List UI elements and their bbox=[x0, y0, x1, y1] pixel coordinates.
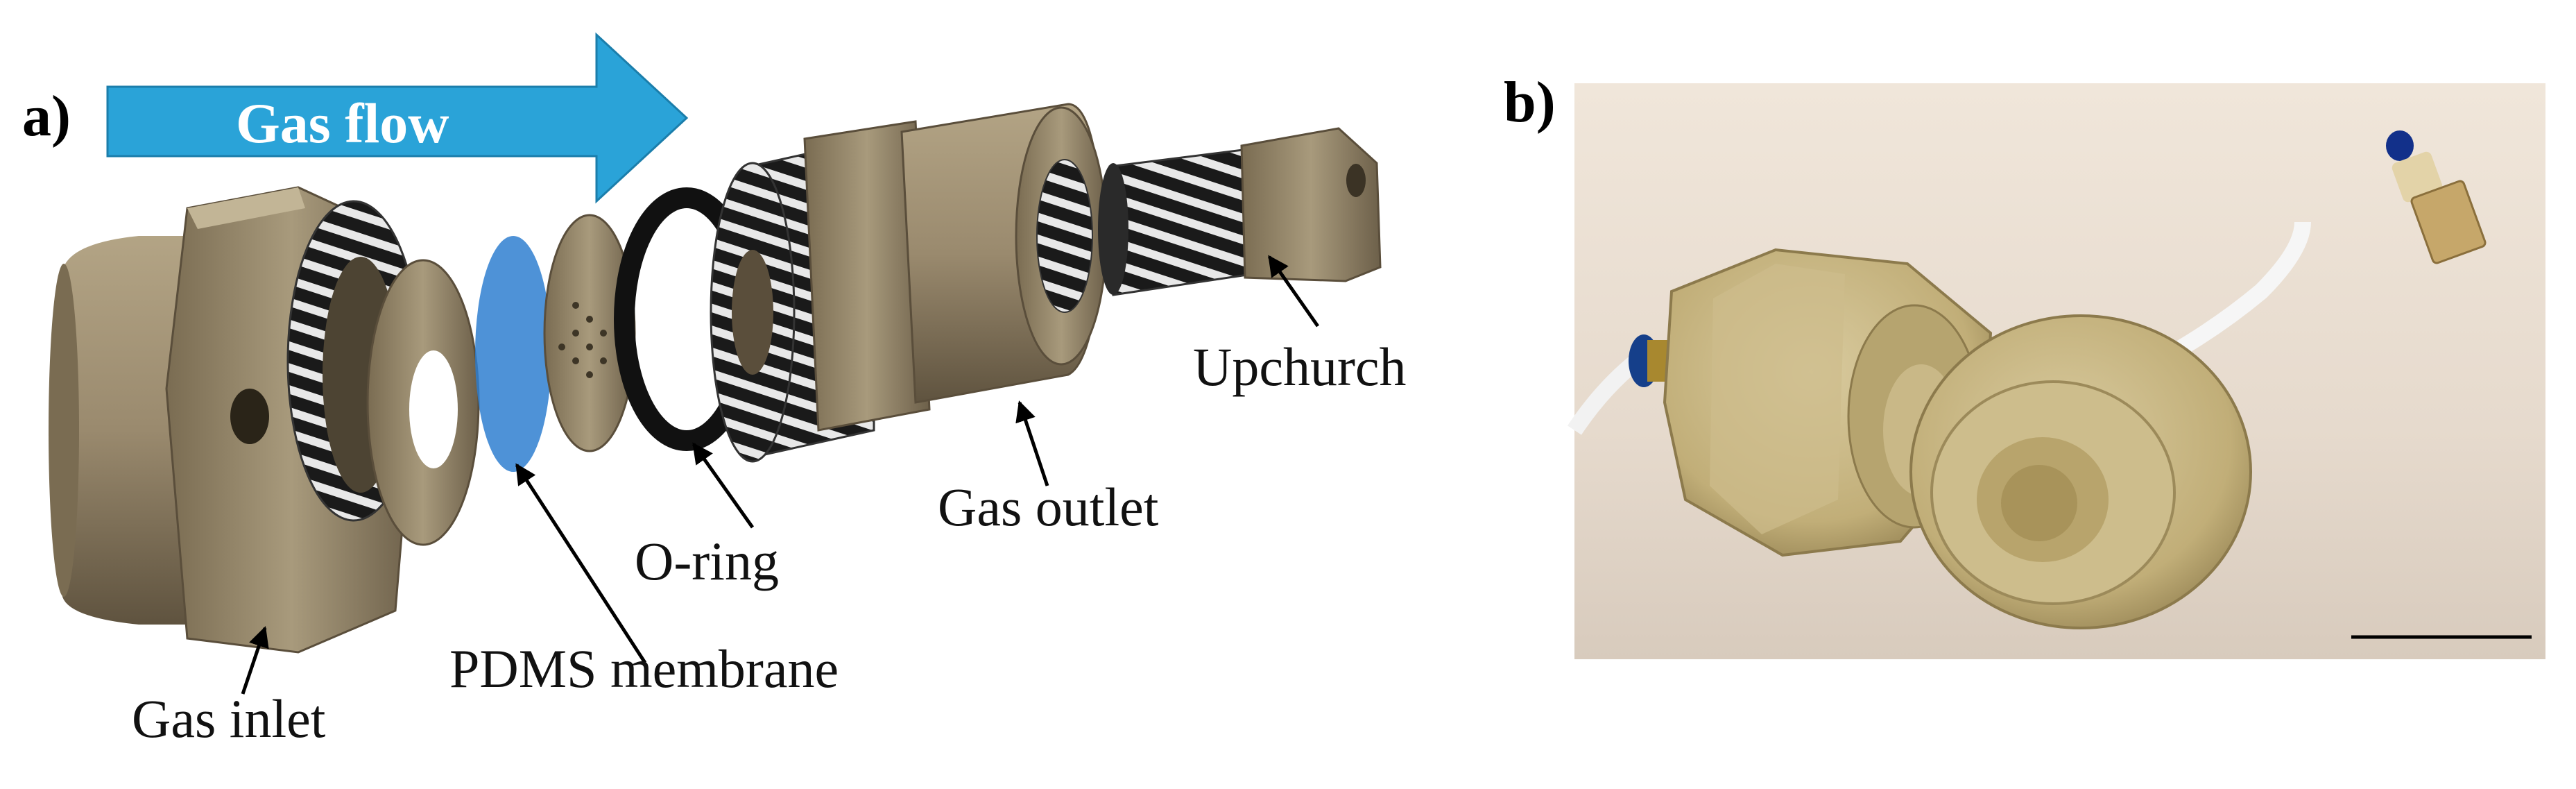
gas-outlet-label: Gas outlet bbox=[938, 477, 1159, 537]
upchurch-fitting-part bbox=[1098, 127, 1382, 296]
gas-flow-arrow: Gas flow bbox=[106, 32, 689, 204]
gas-inlet-part bbox=[49, 186, 421, 654]
washer-part bbox=[366, 259, 480, 546]
gas-outlet-part bbox=[710, 103, 1108, 463]
panel-a-letter: a) bbox=[22, 84, 71, 149]
o-ring-label: O-ring bbox=[635, 531, 779, 591]
tubing-right bbox=[2167, 221, 2311, 362]
gas-flow-label: Gas flow bbox=[236, 92, 449, 155]
panel-b-letter: b) bbox=[1504, 70, 1556, 135]
printed-upchurch-fitting bbox=[2386, 130, 2487, 264]
exploded-view-diagram: Gas flow Gas inlet PDMS membrane O-ring … bbox=[22, 32, 1407, 749]
pdms-membrane-part bbox=[475, 236, 551, 472]
pdms-membrane-label: PDMS membrane bbox=[449, 638, 839, 699]
printed-outlet-part bbox=[1909, 314, 2252, 629]
leader-arrows bbox=[241, 255, 1320, 695]
gas-inlet-label: Gas inlet bbox=[132, 688, 326, 749]
photograph-panel: b) bbox=[1504, 70, 2545, 659]
upchurch-label: Upchurch bbox=[1193, 337, 1407, 397]
